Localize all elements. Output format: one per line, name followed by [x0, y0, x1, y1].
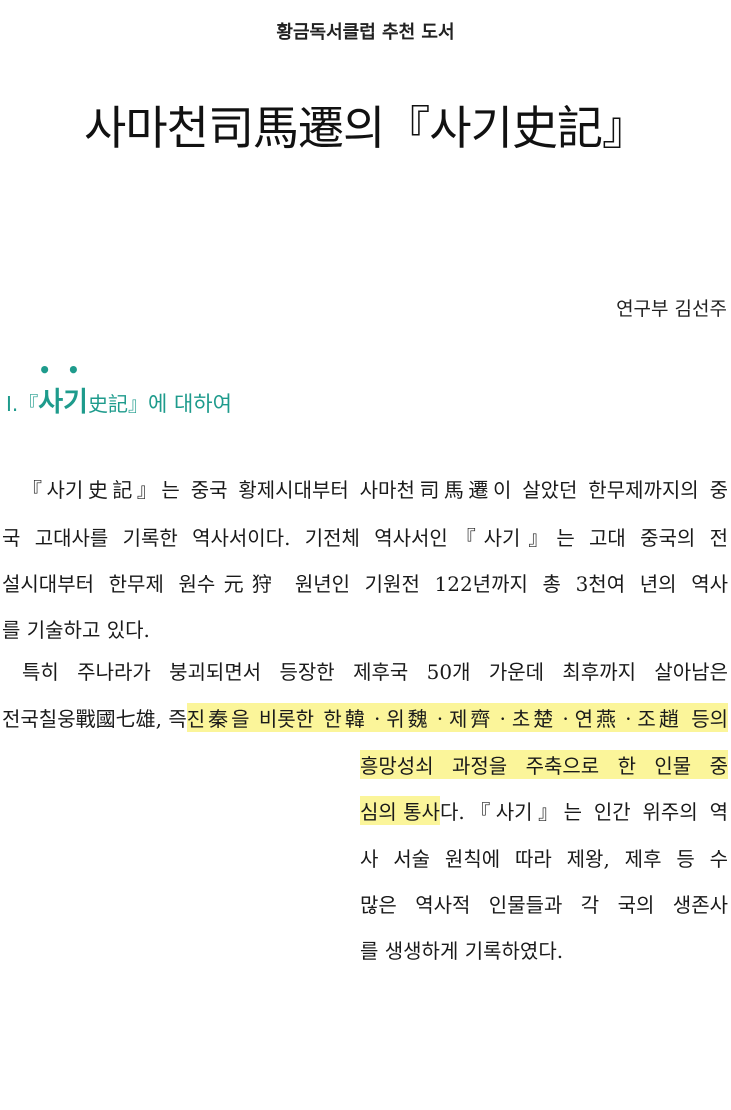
- section-rest: 에 대하여: [147, 392, 232, 416]
- text-line: 설시대부터 한무제 원수元狩 원년인 기원전 122년까지 총 3천여 년의 역…: [2, 572, 728, 596]
- text-line: 사 서술 원칙에 따라 제왕, 제후 등 수: [360, 847, 728, 871]
- section-heading: Ⅰ.『••사기史記』에 대하여: [6, 360, 232, 419]
- page-title: 사마천司馬遷의『사기史記』: [84, 101, 648, 155]
- text-line: 국 고대사를 기록한 역사서이다. 기전체 역사서인『사기』는 고대 중국의 전: [2, 526, 728, 550]
- section-hanja: 史記』: [87, 392, 148, 416]
- emphasis-dots: ••: [38, 358, 96, 382]
- text-line: 많은 역사적 인물들과 각 국의 생존사: [360, 893, 728, 917]
- section-number: Ⅰ.: [6, 392, 19, 416]
- section-main-word: 사기: [38, 387, 88, 418]
- text-line: 『사기史記』는 중국 황제시대부터 사마천司馬遷이 살았던 한무제까지의 중: [22, 478, 728, 502]
- text-line: 흥망성쇠 과정을 주축으로 한 인물 중: [360, 750, 728, 779]
- highlighted-text: 흥망성쇠 과정을 주축으로 한 인물 중: [360, 750, 728, 779]
- document-header: 황금독서클럽 추천 도서: [276, 22, 455, 43]
- highlighted-text: 진秦을 비롯한 한韓ㆍ위魏ㆍ제齊ㆍ초楚ㆍ연燕ㆍ조趙 등의: [186, 703, 728, 732]
- author-line: 연구부 김선주: [616, 298, 727, 320]
- text-line: 특히 주나라가 붕괴되면서 등장한 제후국 50개 가운데 최후까지 살아남은: [22, 660, 728, 684]
- section-emphasis: ••사기: [38, 360, 88, 419]
- text-segment: 다.『사기』는 인간 위주의 역: [439, 800, 728, 824]
- text-line: 전국칠웅戰國七雄, 즉 진秦을 비롯한 한韓ㆍ위魏ㆍ제齊ㆍ초楚ㆍ연燕ㆍ조趙 등의: [2, 703, 728, 732]
- highlighted-text: 심의 통사: [360, 796, 440, 825]
- section-open-bracket: 『: [18, 392, 39, 416]
- text-line: 를 생생하게 기록하였다.: [360, 939, 564, 963]
- text-line: 를 기술하고 있다.: [2, 618, 150, 642]
- text-segment: 전국칠웅戰國七雄, 즉: [2, 707, 187, 731]
